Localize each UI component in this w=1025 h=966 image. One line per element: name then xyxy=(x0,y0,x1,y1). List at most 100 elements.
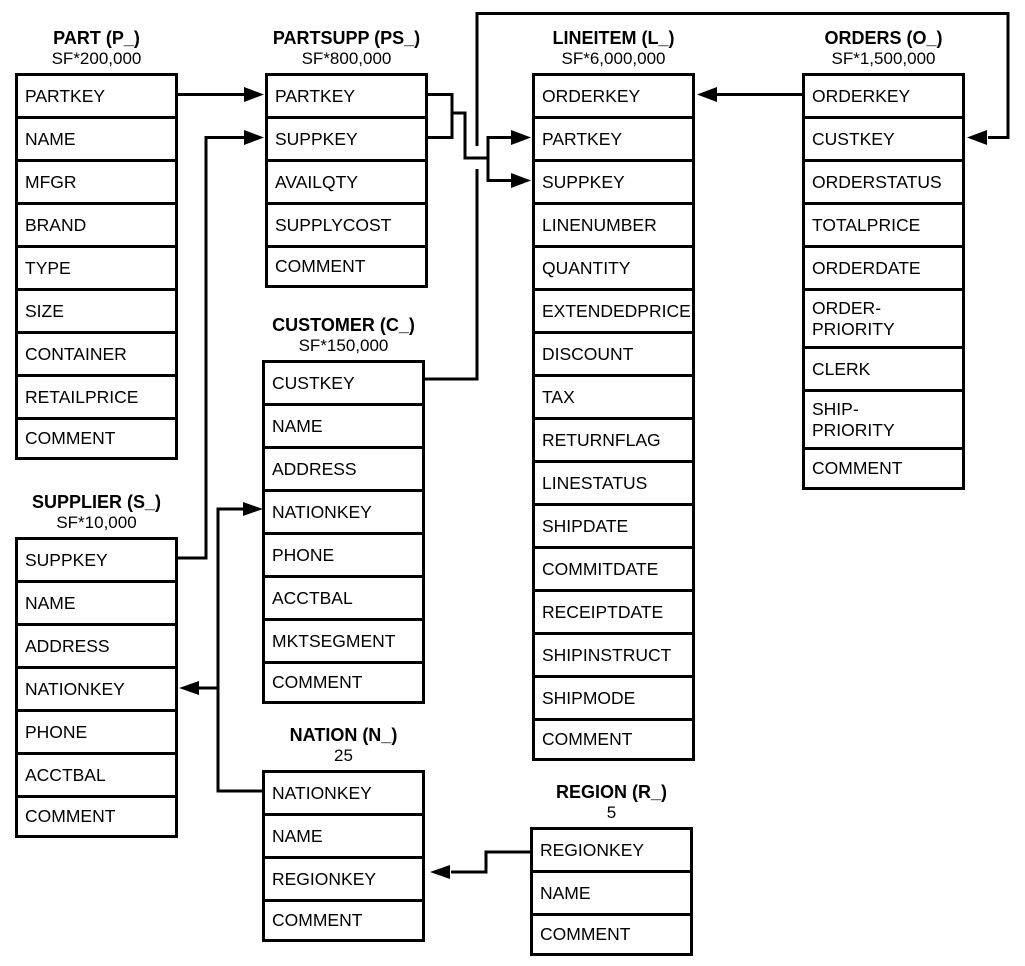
field-label: CUSTKEY xyxy=(812,128,895,149)
field-label: QUANTITY xyxy=(542,257,631,278)
field-label: ORDERKEY xyxy=(812,85,911,106)
field-row: COMMITDATE xyxy=(532,546,695,589)
field-row: NAME xyxy=(15,116,178,159)
table-title: SUPPLIER (S_) xyxy=(31,492,162,512)
field-label: NAME xyxy=(25,128,76,149)
field-label: LINENUMBER xyxy=(542,214,657,235)
field-label: BRAND xyxy=(25,214,87,235)
field-label: CUSTKEY xyxy=(272,372,355,393)
field-row: TYPE xyxy=(15,245,178,288)
field-label: NAME xyxy=(272,825,323,846)
field-row: CUSTKEY xyxy=(802,116,965,159)
field-label: ADDRESS xyxy=(25,635,110,656)
field-row: NAME xyxy=(262,403,425,446)
field-label: RECEIPTDATE xyxy=(542,601,664,622)
field-row: TAX xyxy=(532,374,695,417)
arrow-orders-to-lineitem xyxy=(697,87,802,102)
table-title: PART (P_) xyxy=(53,28,140,48)
field-row: AVAILQTY xyxy=(265,159,428,202)
table-title: ORDERS (O_) xyxy=(824,28,943,48)
field-row: PARTKEY xyxy=(15,73,178,116)
field-label: MFGR xyxy=(25,171,77,192)
field-label: SUPPKEY xyxy=(275,128,358,149)
field-row: CLERK xyxy=(802,346,965,389)
field-label: RETAILPRICE xyxy=(25,386,139,407)
field-label: MKTSEGMENT xyxy=(272,630,396,651)
field-row: NAME xyxy=(15,580,178,623)
field-row: LINESTATUS xyxy=(532,460,695,503)
field-label: SUPPKEY xyxy=(542,171,625,192)
field-label: PHONE xyxy=(272,544,335,565)
field-row: COMMENT xyxy=(15,417,178,460)
field-row: COMMENT xyxy=(262,899,425,942)
field-label: ORDERKEY xyxy=(542,85,641,106)
field-row: SHIPDATE xyxy=(532,503,695,546)
field-row: MKTSEGMENT xyxy=(262,618,425,661)
field-row: REGIONKEY xyxy=(262,856,425,899)
field-row: ORDERDATE xyxy=(802,245,965,288)
field-label: DISCOUNT xyxy=(542,343,634,364)
field-row: NATIONKEY xyxy=(262,489,425,532)
field-label: SHIPINSTRUCT xyxy=(542,644,672,665)
field-row: SHIP- PRIORITY xyxy=(802,389,965,447)
field-row: ACCTBAL xyxy=(15,752,178,795)
field-row: SUPPLYCOST xyxy=(265,202,428,245)
field-row: PHONE xyxy=(15,709,178,752)
field-label: REGIONKEY xyxy=(272,868,377,889)
field-row: MFGR xyxy=(15,159,178,202)
arrow-part-to-partsupp xyxy=(178,87,264,102)
field-label: SUPPKEY xyxy=(25,549,108,570)
field-row: QUANTITY xyxy=(532,245,695,288)
field-label: NATIONKEY xyxy=(272,501,372,522)
field-label: COMMENT xyxy=(25,806,116,826)
field-label: NAME xyxy=(272,415,323,436)
field-label: ORDERDATE xyxy=(812,257,921,278)
table-cardinality: SF*1,500,000 xyxy=(831,49,936,68)
field-row: ORDERSTATUS xyxy=(802,159,965,202)
field-row: EXTENDEDPRICE xyxy=(532,288,695,331)
field-label: ACCTBAL xyxy=(272,587,353,608)
field-label: PHONE xyxy=(25,721,88,742)
field-row: COMMENT xyxy=(262,661,425,704)
field-label: EXTENDEDPRICE xyxy=(542,300,691,321)
field-label: RETURNFLAG xyxy=(542,429,661,450)
field-label: NATIONKEY xyxy=(25,678,125,699)
field-row: RECEIPTDATE xyxy=(532,589,695,632)
field-label: ORDER- PRIORITY xyxy=(812,297,895,339)
field-row: COMMENT xyxy=(265,245,428,288)
arrow-region-to-nation xyxy=(430,850,530,879)
field-list: NATIONKEY NAME REGIONKEY COMMENT xyxy=(262,770,425,942)
field-row: REGIONKEY xyxy=(530,827,693,870)
table-cardinality: SF*800,000 xyxy=(301,49,392,68)
table-cardinality: 5 xyxy=(606,803,617,822)
field-label: SHIPMODE xyxy=(542,687,636,708)
table-cardinality: 25 xyxy=(334,746,353,765)
table-orders: ORDERS (O_) SF*1,500,000 ORDERKEY CUSTKEY… xyxy=(802,27,965,490)
field-label: COMMENT xyxy=(275,256,366,276)
field-row: ORDER- PRIORITY xyxy=(802,288,965,346)
table-title: LINEITEM (L_) xyxy=(552,28,675,48)
field-label: CONTAINER xyxy=(25,343,127,364)
field-label: COMMITDATE xyxy=(542,558,659,579)
field-row: CUSTKEY xyxy=(262,360,425,403)
table-cardinality: SF*6,000,000 xyxy=(561,49,666,68)
field-row: ADDRESS xyxy=(262,446,425,489)
field-label: NATIONKEY xyxy=(272,782,372,803)
field-row: COMMENT xyxy=(15,795,178,838)
field-row: SHIPMODE xyxy=(532,675,695,718)
field-label: PARTKEY xyxy=(275,85,356,106)
table-title: PARTSUPP (PS_) xyxy=(272,28,421,48)
arrow-nation-to-customer-supplier xyxy=(179,502,263,793)
field-list: CUSTKEY NAME ADDRESS NATIONKEY PHONE ACCTBAL M… xyxy=(262,360,425,704)
field-list: SUPPKEY NAME ADDRESS NATIONKEY PHONE ACCTBAL C… xyxy=(15,537,178,838)
table-title: CUSTOMER (C_) xyxy=(272,315,415,335)
